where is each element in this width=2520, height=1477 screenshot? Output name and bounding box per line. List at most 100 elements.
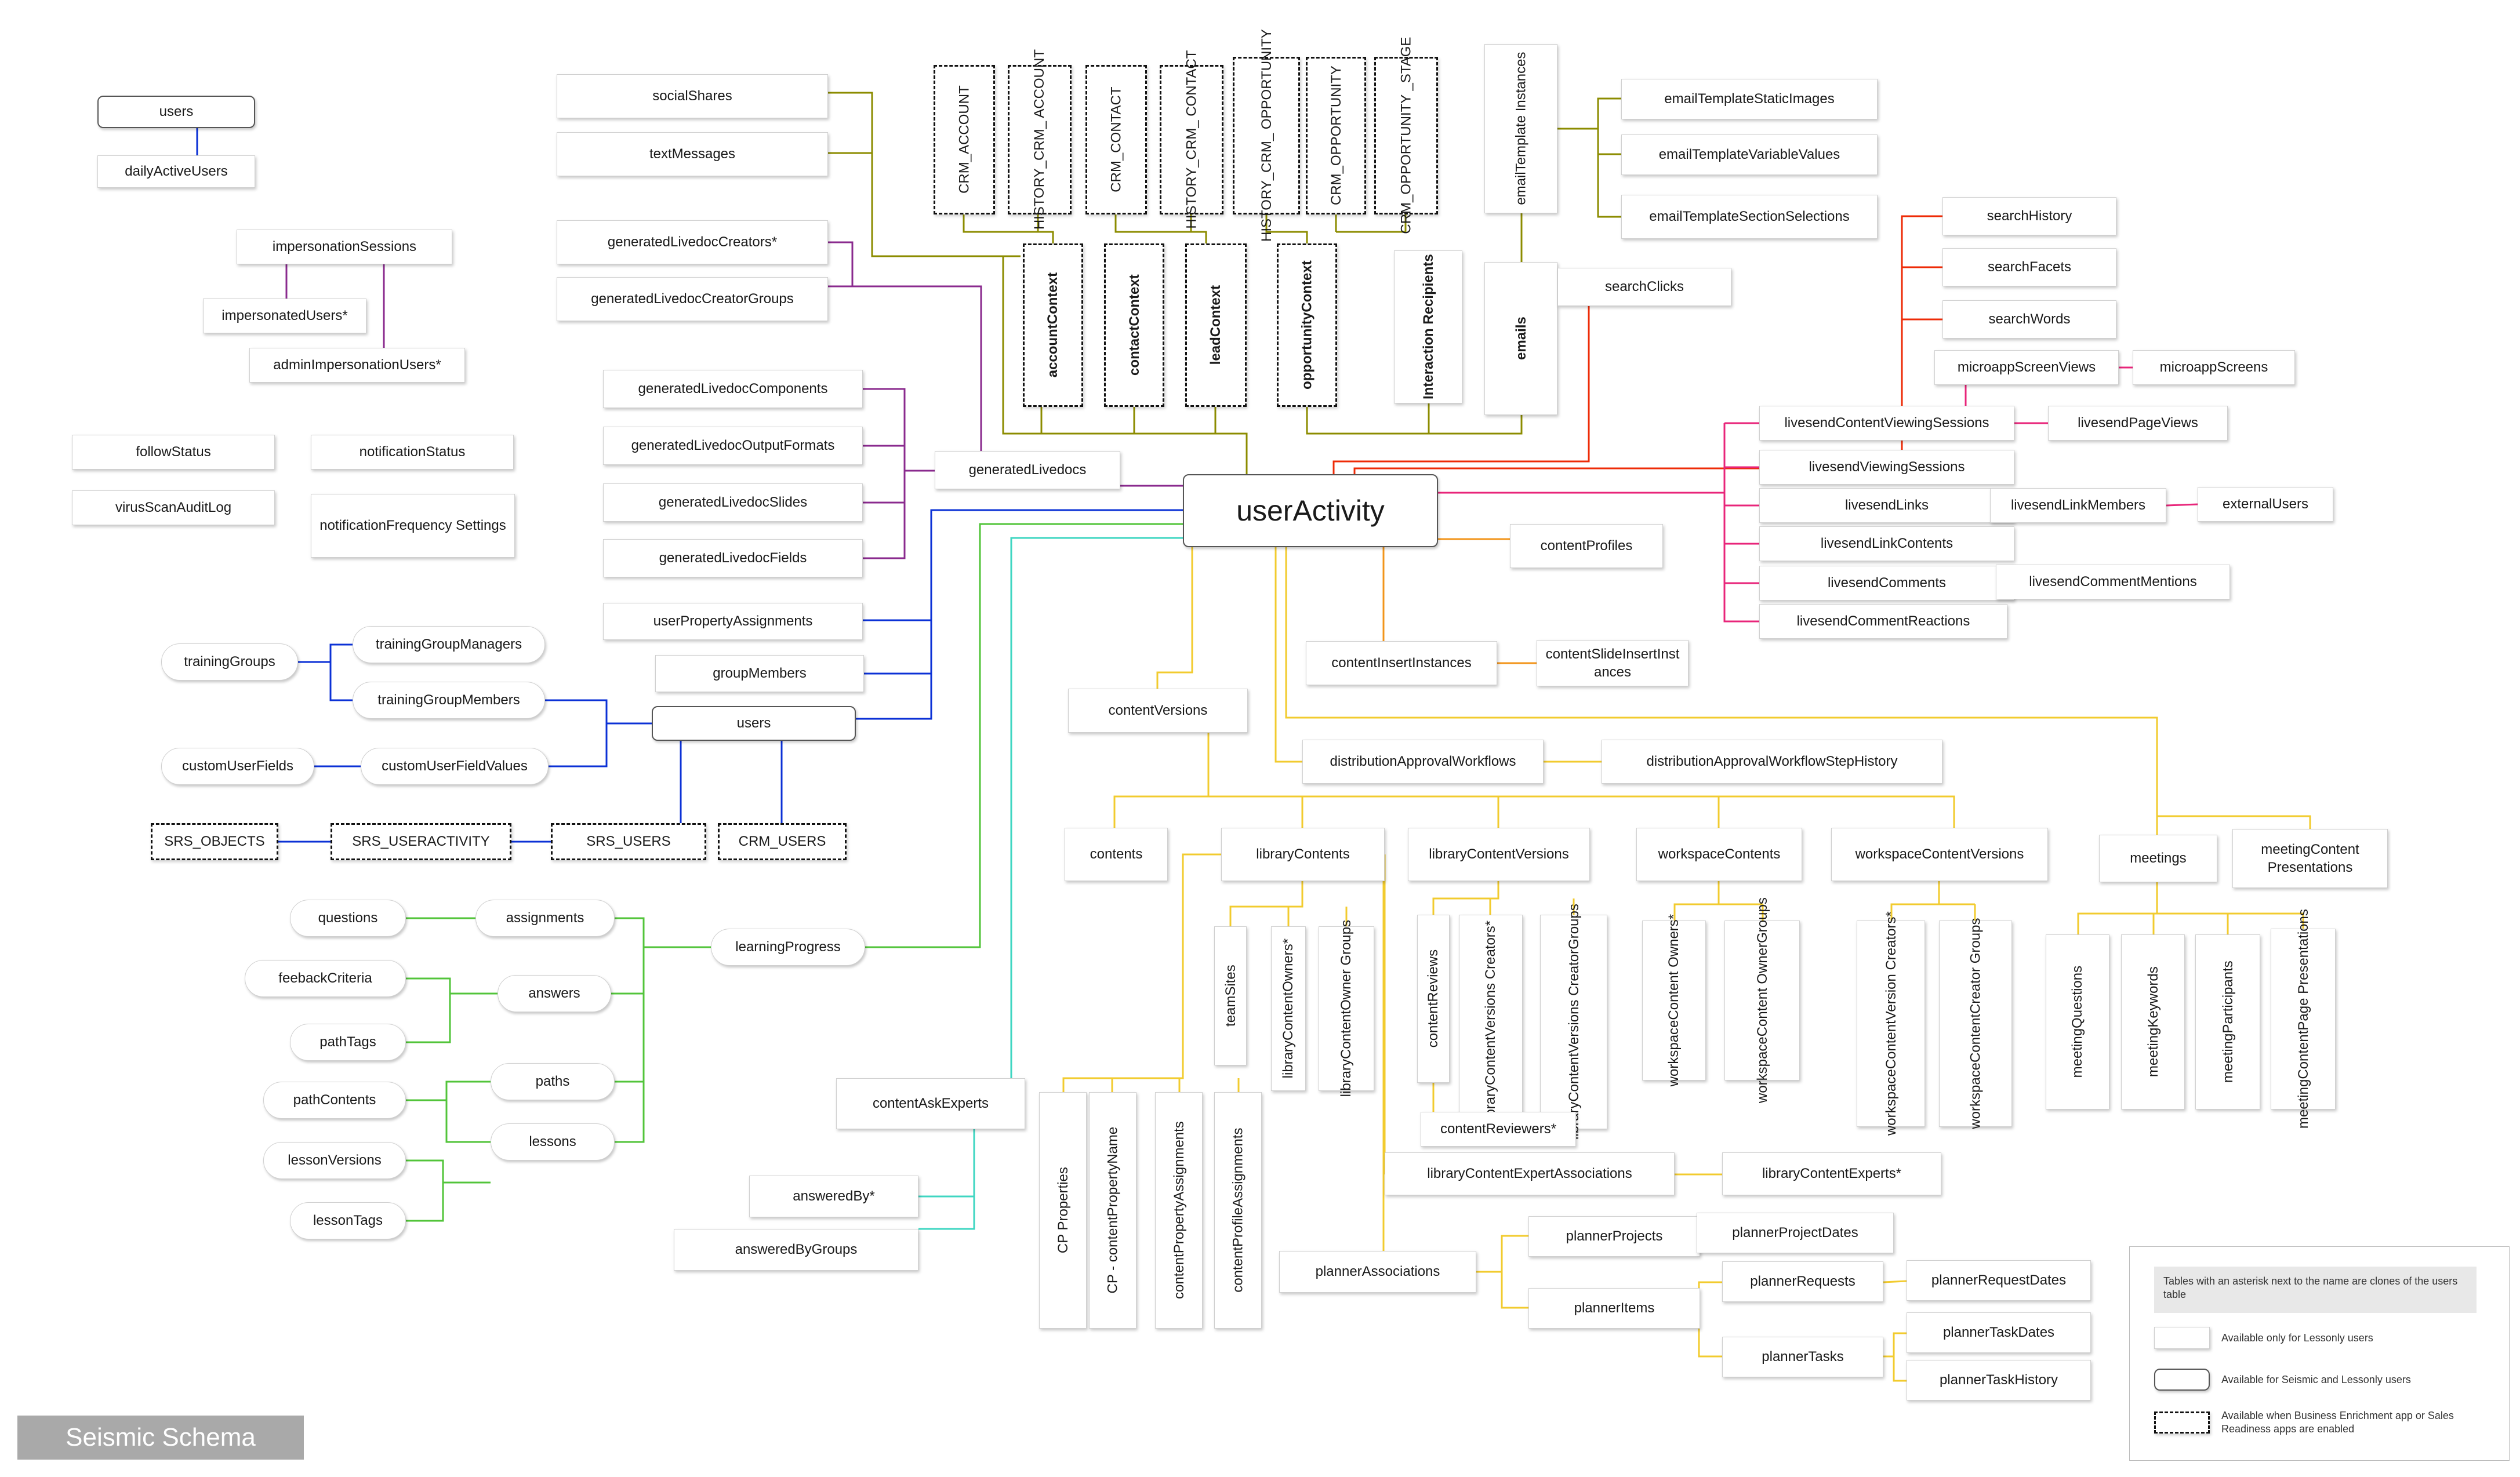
table-node-librarycontentownergroups[interactable]: libraryContentOwner Groups (1319, 920, 1374, 1097)
table-node-pathcontents[interactable]: pathContents (263, 1082, 406, 1119)
table-node-contentreviews[interactable]: contentReviews (1417, 915, 1450, 1083)
table-node-leadcontext[interactable]: leadContext (1185, 243, 1247, 407)
table-node-meetings[interactable]: meetings (2099, 835, 2217, 882)
table-node-feebackcriteria[interactable]: feebackCriteria (245, 960, 406, 997)
table-node-workspacecontentversions[interactable]: workspaceContentVersions (1831, 828, 2048, 881)
table-node-externalusers[interactable]: externalUsers (2198, 487, 2333, 522)
table-node-livesendcommentmentions[interactable]: livesendCommentMentions (1996, 565, 2230, 599)
table-node-livesendlinkmembers[interactable]: livesendLinkMembers (1990, 488, 2166, 523)
table-node-emailtemplatestaticimages[interactable]: emailTemplateStaticImages (1621, 79, 1878, 119)
table-node-generatedlivedoccreators[interactable]: generatedLivedocCreators* (557, 220, 828, 264)
table-node-plannerassociations[interactable]: plannerAssociations (1279, 1251, 1476, 1293)
table-node-answeredbygroups[interactable]: answeredByGroups (674, 1229, 918, 1271)
table-node-microappscreenviews[interactable]: microappScreenViews (1934, 350, 2119, 385)
table-node-crm-account[interactable]: CRM_ACCOUNT (934, 65, 995, 214)
table-node-srs-useractivity[interactable]: SRS_USERACTIVITY (331, 823, 511, 860)
table-node-librarycontentversions[interactable]: libraryContentVersions (1408, 828, 1590, 881)
table-node-livesendcontentviewingsessions[interactable]: livesendContentViewingSessions (1759, 406, 2014, 441)
table-node-meetingquestions[interactable]: meetingQuestions (2046, 934, 2109, 1109)
table-node-impersonationsessions[interactable]: impersonationSessions (237, 230, 452, 264)
table-node-lessontags[interactable]: lessonTags (290, 1202, 406, 1239)
table-node-plannertaskhistory[interactable]: plannerTaskHistory (1907, 1360, 2091, 1400)
table-node-learningprogress[interactable]: learningProgress (711, 929, 865, 966)
table-node-accountcontext[interactable]: accountContext (1023, 243, 1083, 407)
table-node-plannerprojectdates[interactable]: plannerProjectDates (1697, 1213, 1894, 1253)
table-node-contentaskexperts[interactable]: contentAskExperts (836, 1078, 1025, 1129)
table-node-generatedlivedoccomponents[interactable]: generatedLivedocComponents (603, 370, 863, 408)
table-node-crm-users[interactable]: CRM_USERS (718, 823, 847, 860)
table-node-history-crm-contact[interactable]: HISTORY_CRM_ CONTACT (1160, 50, 1223, 229)
table-node-livesendlinkcontents[interactable]: livesendLinkContents (1759, 526, 2014, 561)
table-node-librarycontentversionscreatorgroups[interactable]: libraryContentVersions CreatorGroups (1540, 904, 1607, 1140)
table-node-traininggroups[interactable]: trainingGroups (161, 643, 298, 681)
table-node-emailtemplateinstances[interactable]: emailTemplate Instances (1484, 44, 1557, 213)
table-node-workspacecontentownergroups[interactable]: workspaceContent OwnerGroups (1724, 898, 1800, 1103)
table-node-searchhistory[interactable]: searchHistory (1942, 197, 2116, 235)
table-node-lessons[interactable]: lessons (491, 1123, 615, 1160)
table-node-workspacecontentowners[interactable]: workspaceContent Owners* (1642, 914, 1706, 1087)
table-node-contactcontext[interactable]: contactContext (1104, 243, 1164, 407)
table-node-emailtemplatevariablevalues[interactable]: emailTemplateVariableValues (1621, 134, 1878, 175)
table-node-generatedlivedocfields[interactable]: generatedLivedocFields (603, 539, 863, 577)
table-node-impersonatedusers[interactable]: impersonatedUsers* (203, 299, 366, 333)
table-node-contentprofileassignments[interactable]: contentProfileAssignments (1214, 1092, 1262, 1329)
table-node-questions[interactable]: questions (290, 900, 406, 937)
table-node-microappscreens[interactable]: microappScreens (2133, 350, 2295, 385)
table-node-textmessages[interactable]: textMessages (557, 132, 828, 176)
table-node-virusscanauditlog[interactable]: virusScanAuditLog (72, 490, 275, 525)
table-node-crm-opportunity[interactable]: CRM_OPPORTUNITY (1306, 57, 1366, 214)
table-node-plannerrequestdates[interactable]: plannerRequestDates (1907, 1260, 2091, 1301)
table-node-opportunitycontext[interactable]: opportunityContext (1277, 243, 1337, 407)
table-node-socialshares[interactable]: socialShares (557, 74, 828, 118)
table-node-dailyactiveusers[interactable]: dailyActiveUsers (97, 155, 255, 188)
table-node-librarycontents[interactable]: libraryContents (1221, 828, 1385, 881)
table-node-librarycontentowners[interactable]: libraryContentOwners* (1271, 926, 1306, 1091)
table-node-meetingparticipants[interactable]: meetingParticipants (2195, 934, 2260, 1109)
table-node-traininggroupmembers[interactable]: trainingGroupMembers (353, 682, 545, 719)
table-node-livesendlinks[interactable]: livesendLinks (1759, 488, 2014, 523)
table-node-pathtags[interactable]: pathTags (290, 1024, 406, 1061)
table-node-librarycontentexperts[interactable]: libraryContentExperts* (1722, 1152, 1941, 1195)
table-node-searchwords[interactable]: searchWords (1942, 300, 2116, 339)
table-node-users-mid[interactable]: users (652, 706, 856, 741)
table-node-teamsites[interactable]: teamSites (1214, 926, 1247, 1065)
table-node-distributionapprovalworkflows[interactable]: distributionApprovalWorkflows (1302, 740, 1544, 784)
table-node-paths[interactable]: paths (491, 1063, 615, 1100)
table-node-meetingcontentpagepresentations[interactable]: meetingContentPage Presentations (2271, 910, 2336, 1129)
table-node-plannertaskdates[interactable]: plannerTaskDates (1907, 1312, 2091, 1353)
table-node-emails[interactable]: emails (1484, 262, 1557, 415)
table-node-notificationfrequencysettings[interactable]: notificationFrequency Settings (311, 494, 515, 558)
table-node-contentprofiles[interactable]: contentProfiles (1510, 524, 1663, 568)
table-node-plannerrequests[interactable]: plannerRequests (1722, 1261, 1883, 1302)
table-node-contentpropertyassignments[interactable]: contentPropertyAssignments (1155, 1092, 1203, 1329)
table-node-users-top[interactable]: users (97, 96, 255, 128)
table-node-livesendcomments[interactable]: livesendComments (1759, 566, 2014, 601)
table-node-assignments[interactable]: assignments (475, 900, 615, 937)
table-node-distributionapprovalworkflowstephistory[interactable]: distributionApprovalWorkflowStepHistory (1602, 740, 1942, 784)
table-node-meetingkeywords[interactable]: meetingKeywords (2121, 934, 2185, 1109)
table-node-workspacecontents[interactable]: workspaceContents (1636, 828, 1802, 881)
table-node-livesendpageviews[interactable]: livesendPageViews (2048, 406, 2228, 441)
table-node-groupmembers[interactable]: groupMembers (655, 655, 864, 692)
table-node-contentslideinsertinstances[interactable]: contentSlideInsertInst ances (1537, 640, 1689, 686)
table-node-srs-objects[interactable]: SRS_OBJECTS (151, 823, 278, 860)
table-node-planneritems[interactable]: plannerItems (1528, 1288, 1700, 1329)
table-node-livesendviewingsessions[interactable]: livesendViewingSessions (1759, 450, 2014, 485)
table-node-generatedlivedocoutputformats[interactable]: generatedLivedocOutputFormats (603, 427, 863, 465)
table-node-answeredby[interactable]: answeredBy* (749, 1176, 918, 1217)
table-node-srs-users[interactable]: SRS_USERS (551, 823, 706, 860)
table-node-adminimpersonationusers[interactable]: adminImpersonationUsers* (249, 348, 465, 383)
table-node-lessonversions[interactable]: lessonVersions (263, 1142, 406, 1179)
table-node-customuserfieldvalues[interactable]: customUserFieldValues (361, 748, 549, 785)
table-node-crm-contact[interactable]: CRM_CONTACT (1085, 65, 1147, 214)
table-node-meetingcontentpresentations[interactable]: meetingContent Presentations (2232, 829, 2388, 888)
table-node-searchfacets[interactable]: searchFacets (1942, 248, 2116, 286)
table-node-traininggroupmanagers[interactable]: trainingGroupManagers (353, 626, 545, 663)
table-node-userpropertyassignments[interactable]: userPropertyAssignments (603, 603, 863, 640)
table-node-emailtemplatesectionselections[interactable]: emailTemplateSectionSelections (1621, 195, 1878, 239)
table-node-followstatus[interactable]: followStatus (72, 435, 275, 470)
table-node-generatedlivedoccreatorgroups[interactable]: generatedLivedocCreatorGroups (557, 277, 828, 321)
table-node-livesendcommentreactions[interactable]: livesendCommentReactions (1759, 604, 2007, 639)
table-node-useractivity[interactable]: userActivity (1183, 474, 1438, 547)
table-node-contentreviewers[interactable]: contentReviewers* (1421, 1112, 1576, 1147)
